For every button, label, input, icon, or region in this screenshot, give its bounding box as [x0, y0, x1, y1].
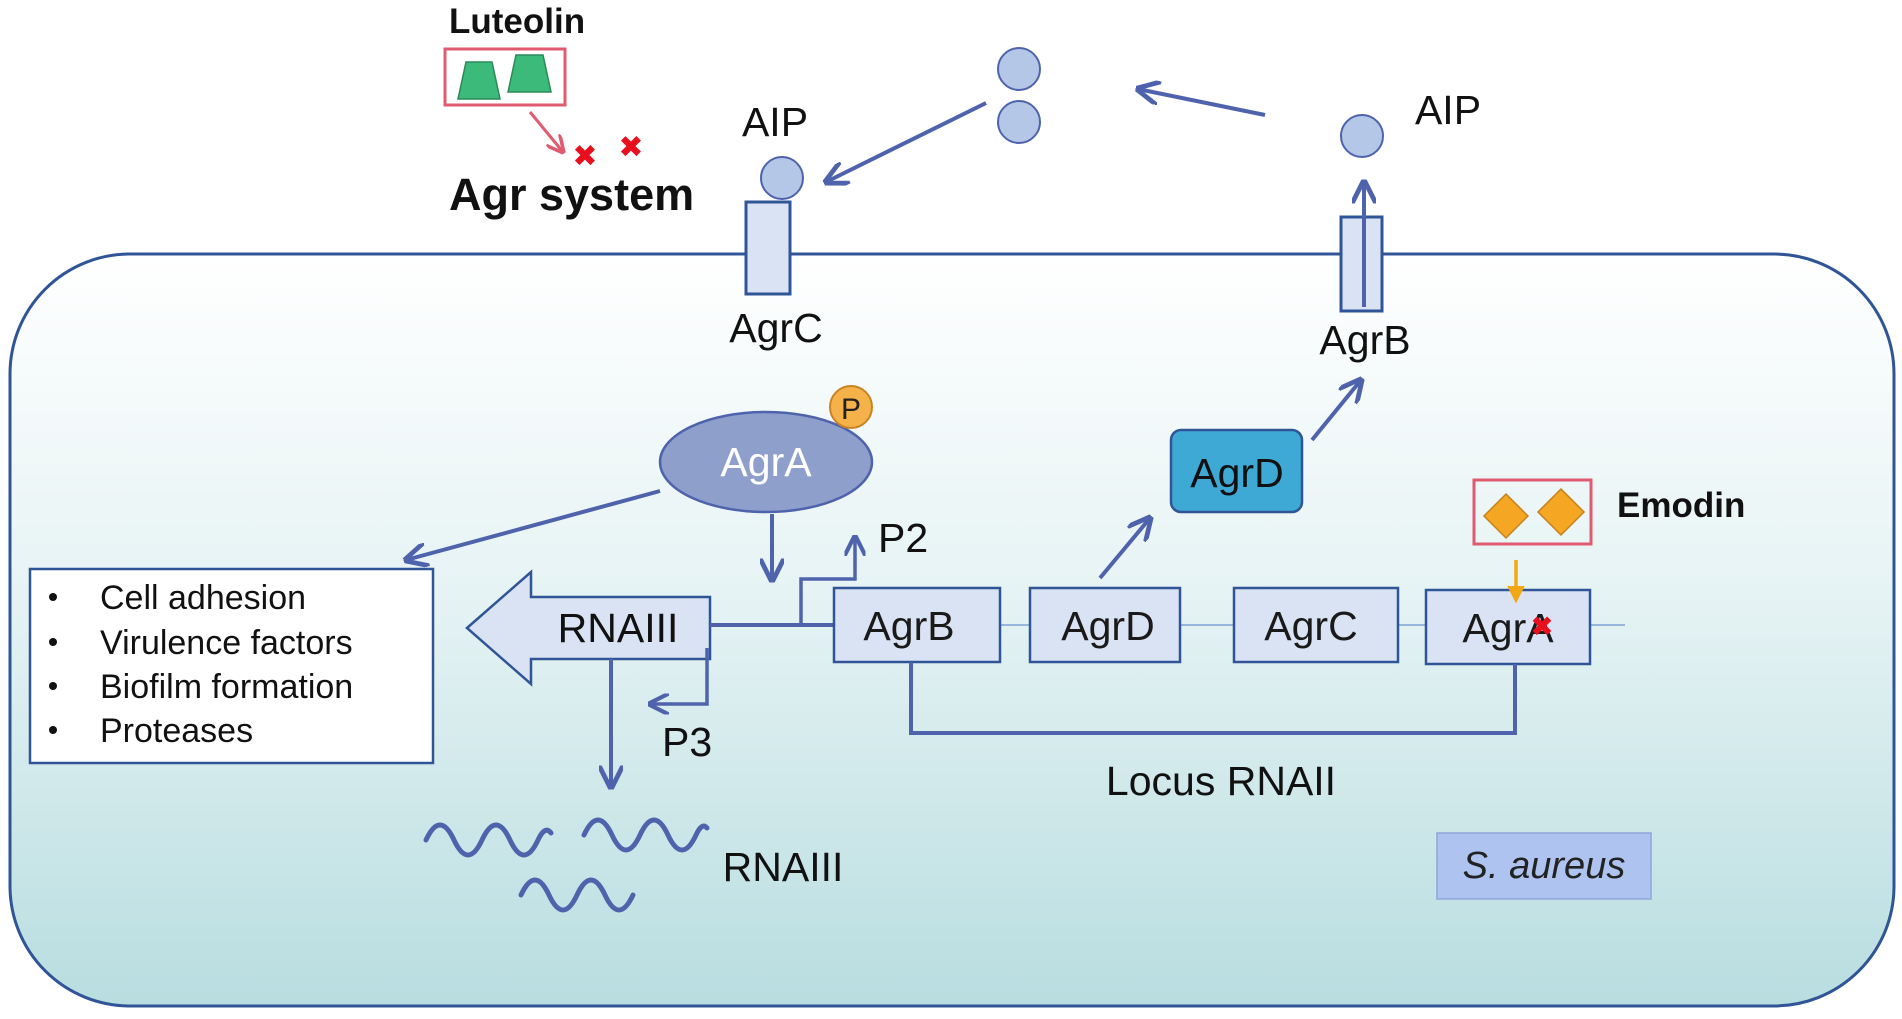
luteolin-molecule-icon: [457, 61, 501, 100]
agrD-peptide: [1169, 428, 1304, 514]
aip-molecule: [997, 100, 1041, 144]
effect-item: Cell adhesion: [100, 579, 306, 617]
agrD-translation-arrow: [1098, 518, 1150, 580]
aip-arrow: [826, 101, 987, 182]
gene-agrD: [1028, 586, 1182, 664]
agrA-to-effects-arrow: [406, 489, 661, 560]
locus-label: Locus RNAII: [1106, 758, 1336, 804]
rnaiii-label: RNAIII: [723, 844, 844, 890]
emodin-label: Emodin: [1617, 486, 1745, 525]
rnaiii-transcript-arrow: [465, 569, 712, 687]
aip-molecule: [1340, 114, 1384, 158]
agrA-regulator: [658, 410, 874, 514]
bullet: [49, 638, 57, 646]
agrC-receptor: [744, 200, 792, 296]
effect-item: Proteases: [100, 712, 253, 750]
agrC-receptor-label: AgrC: [729, 305, 822, 351]
effect-item: Virulence factors: [100, 624, 353, 662]
p2-promoter-arrow: [799, 537, 855, 625]
rnaiii-transcript-arrow-label: RNAIII: [558, 605, 679, 651]
gene-agrC-label: AgrC: [1264, 603, 1357, 649]
effects-list: Cell adhesion Virulence factors Biofilm …: [49, 579, 353, 750]
aip-molecule: [997, 47, 1041, 91]
bullet: [49, 593, 57, 601]
agrA-regulator-label: AgrA: [720, 439, 812, 485]
phospho-badge: [829, 385, 873, 429]
aip-arrow: [1138, 89, 1266, 117]
agrD-peptide-label: AgrD: [1190, 450, 1283, 496]
gene-agrA-label: AgrA: [1462, 605, 1554, 651]
p3-label: P3: [662, 719, 712, 765]
rna-strand-icon: [581, 817, 710, 853]
p3-promoter-arrow: [650, 648, 709, 704]
bullet: [49, 682, 57, 690]
agr-system-label: Agr system: [449, 169, 694, 220]
gene-agrB-label: AgrB: [863, 603, 954, 649]
emodin-molecule-icon: [1536, 487, 1586, 537]
aip-left-label: AIP: [742, 99, 808, 145]
emodin-box: [1472, 478, 1593, 546]
rna-strand-icon: [518, 877, 636, 913]
organism-label: S. aureus: [1463, 845, 1626, 887]
p2-label: P2: [878, 515, 928, 561]
bullet: [49, 726, 57, 734]
organism-badge: [1436, 832, 1652, 900]
aip-right-label: AIP: [1415, 87, 1481, 133]
agrD-to-agrB-arrow: [1310, 380, 1361, 442]
emodin-molecule-icon: [1482, 492, 1530, 540]
effect-item: Biofilm formation: [100, 668, 353, 706]
gene-agrC: [1232, 586, 1400, 664]
agrA-block-mark-icon: ✖: [1530, 611, 1553, 642]
aip-molecule: [760, 156, 804, 200]
luteolin-molecule-icon: [507, 54, 552, 93]
effects-box: [28, 567, 435, 765]
block-mark-icon: ✖: [572, 140, 597, 173]
luteolin-arrow: [528, 111, 563, 152]
phospho-badge-label: P: [841, 393, 861, 426]
gene-agrB: [832, 586, 1002, 664]
block-mark-icon: ✖: [618, 131, 643, 164]
luteolin-label: Luteolin: [449, 2, 585, 41]
agrB-transporter-label: AgrB: [1319, 317, 1410, 363]
operon: AgrB AgrD AgrC AgrA: [832, 586, 1592, 666]
agrB-transporter: [1339, 215, 1384, 313]
locus-bracket: [909, 662, 1517, 735]
luteolin-box: [443, 47, 567, 107]
gene-agrD-label: AgrD: [1061, 603, 1154, 649]
rna-strand-icon: [423, 822, 554, 858]
